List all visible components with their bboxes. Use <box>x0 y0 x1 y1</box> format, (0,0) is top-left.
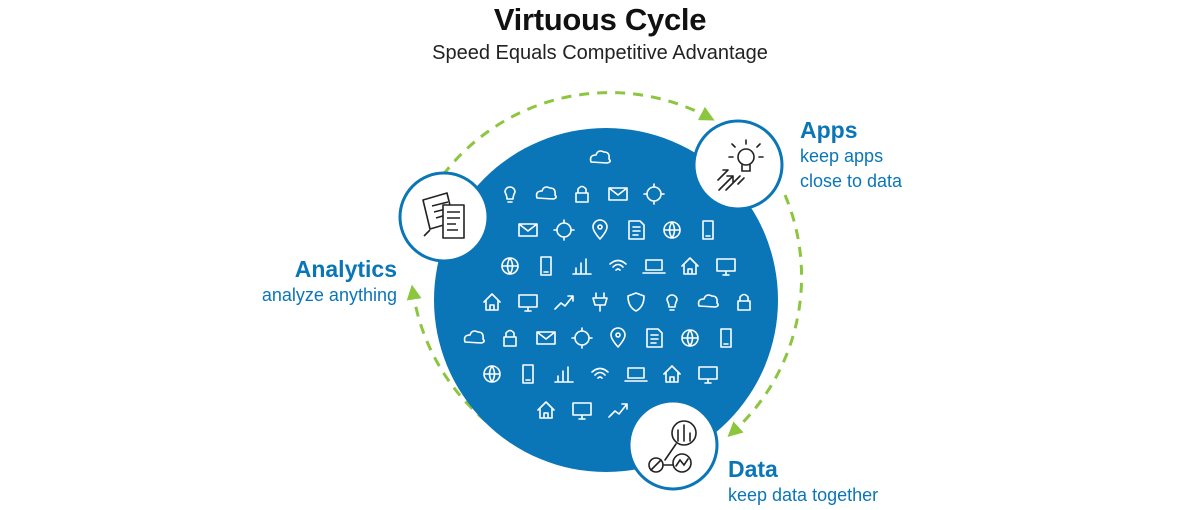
cycle-arrow-analytics-to-apps <box>441 91 715 176</box>
mail-icon <box>518 223 538 237</box>
cloud-icon <box>589 150 611 164</box>
analytics-node <box>398 171 490 263</box>
globe-icon <box>483 365 501 383</box>
apps-node <box>692 119 784 211</box>
phone-icon <box>522 364 534 384</box>
lightbulb-icon <box>717 139 764 191</box>
shield-icon <box>627 292 645 312</box>
analytics-label: Analytics analyze anything <box>200 255 397 308</box>
wifi-icon <box>591 367 609 379</box>
cloud-icon <box>463 330 485 344</box>
lock-icon <box>503 329 517 347</box>
house-icon <box>663 365 681 383</box>
lock-icon <box>737 293 751 311</box>
analytics-description: analyze anything <box>261 285 397 305</box>
mail-icon <box>536 331 556 345</box>
monitor-icon <box>716 258 736 276</box>
chart-icon <box>554 366 574 383</box>
diagram-title: Virtuous Cycle <box>493 2 707 37</box>
data-node <box>627 399 719 491</box>
chart-icon <box>572 258 592 275</box>
bulb-icon <box>504 186 516 203</box>
apps-description-line1: keep apps <box>800 146 884 166</box>
apps-description-line2: close to data <box>800 171 903 191</box>
cloud-icon <box>697 294 719 308</box>
plug-icon <box>592 292 608 312</box>
cycle-arrow-apps-to-data <box>727 194 804 438</box>
mail-icon <box>608 187 628 201</box>
document-icon <box>628 220 645 240</box>
gear-icon <box>553 219 575 241</box>
analytics-title: Analytics <box>294 256 397 282</box>
phone-icon <box>540 256 552 276</box>
monitor-icon <box>518 294 538 312</box>
phone-icon <box>720 328 732 348</box>
trend-icon <box>554 295 574 310</box>
apps-title: Apps <box>800 117 858 143</box>
gear-icon <box>643 183 665 205</box>
cloud-icon <box>535 186 557 200</box>
data-description: keep data together <box>728 485 879 505</box>
apps-label: Apps keep apps close to data <box>800 116 902 194</box>
globe-icon <box>663 221 681 239</box>
report-documents-icon <box>422 192 465 239</box>
wifi-icon <box>609 259 627 271</box>
bulb-icon <box>666 294 678 311</box>
data-analysis-icon <box>648 420 697 473</box>
monitor-icon <box>572 402 592 420</box>
house-icon <box>537 401 555 419</box>
pin-icon <box>610 327 626 348</box>
house-icon <box>681 257 699 275</box>
trend-icon <box>608 403 628 418</box>
gear-icon <box>571 327 593 349</box>
data-title: Data <box>728 456 778 482</box>
monitor-icon <box>698 366 718 384</box>
laptop-icon <box>642 259 666 274</box>
house-icon <box>483 293 501 311</box>
globe-icon <box>681 329 699 347</box>
icon-grid <box>463 150 751 420</box>
lock-icon <box>575 185 589 203</box>
diagram-subtitle: Speed Equals Competitive Advantage <box>432 42 768 64</box>
laptop-icon <box>624 367 648 382</box>
data-label: Data keep data together <box>728 455 878 508</box>
phone-icon <box>702 220 714 240</box>
pin-icon <box>592 219 608 240</box>
globe-icon <box>501 257 519 275</box>
document-icon <box>646 328 663 348</box>
